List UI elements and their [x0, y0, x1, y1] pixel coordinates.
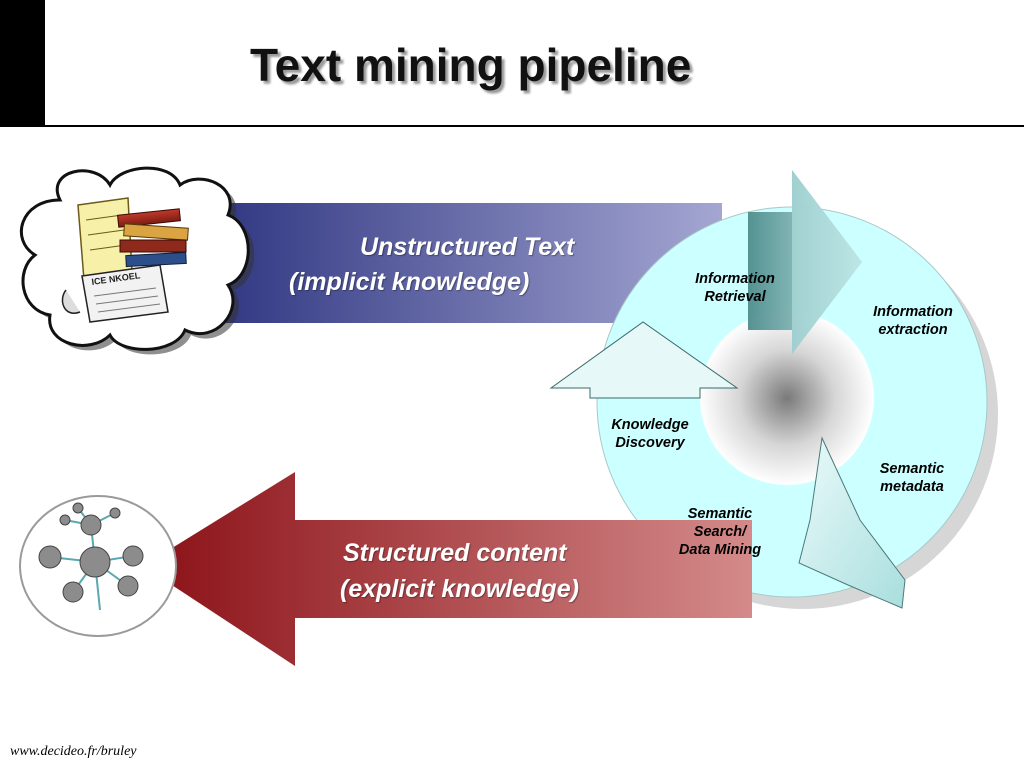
graph-node — [117, 575, 139, 597]
paper-icon — [77, 197, 133, 281]
cycle-center-hole — [700, 311, 874, 485]
processing-cycle — [596, 206, 998, 609]
semantic-metadata-label: Semantic metadata — [858, 460, 966, 496]
title-divider — [45, 125, 1024, 127]
implicit-knowledge-label: (implicit knowledge) — [289, 268, 530, 296]
left-accent-bar — [0, 0, 45, 127]
retrieval-arrow — [748, 170, 862, 354]
semantic-search-label: Semantic Search/ Data Mining — [662, 505, 778, 559]
unstructured-documents-cloud: ICE NKOEL — [19, 166, 255, 355]
metadata-arrow — [798, 436, 906, 609]
graph-node — [62, 581, 84, 603]
graph-node — [72, 502, 84, 514]
graph-node — [38, 545, 62, 569]
information-extraction-label: Information extraction — [856, 303, 970, 339]
label-line: Search/ — [693, 524, 747, 540]
structured-content-label: Structured content — [343, 539, 567, 567]
source-url[interactable]: www.decideo.fr/bruley — [10, 744, 137, 759]
label-line: Discovery — [615, 435, 685, 451]
graph-node — [59, 514, 71, 526]
knowledge-discovery-label: Knowledge Discovery — [596, 416, 704, 452]
books-icon — [116, 208, 189, 268]
graph-node — [122, 545, 144, 567]
label-line: Retrieval — [704, 289, 766, 305]
information-retrieval-label: Information Retrieval — [676, 270, 794, 306]
label-line: Semantic — [687, 506, 753, 522]
label-line: Information — [695, 271, 775, 287]
label-line: Knowledge — [611, 417, 689, 433]
structured-content-arrow — [143, 472, 752, 666]
network-graph-icon — [19, 495, 177, 637]
graph-node — [80, 514, 102, 536]
label-line: Data Mining — [678, 542, 762, 558]
hub-node — [79, 546, 111, 578]
label-line: Semantic — [879, 461, 945, 477]
label-line: metadata — [880, 479, 944, 495]
explicit-knowledge-label: (explicit knowledge) — [340, 575, 579, 603]
label-line: Information — [873, 304, 953, 320]
page-title: Text mining pipeline — [250, 39, 692, 91]
unstructured-text-label: Unstructured Text — [360, 233, 575, 261]
graph-node — [109, 507, 121, 519]
discovery-arrow — [549, 321, 739, 399]
newspaper-icon: ICE NKOEL — [61, 264, 169, 323]
label-line: extraction — [878, 322, 948, 338]
